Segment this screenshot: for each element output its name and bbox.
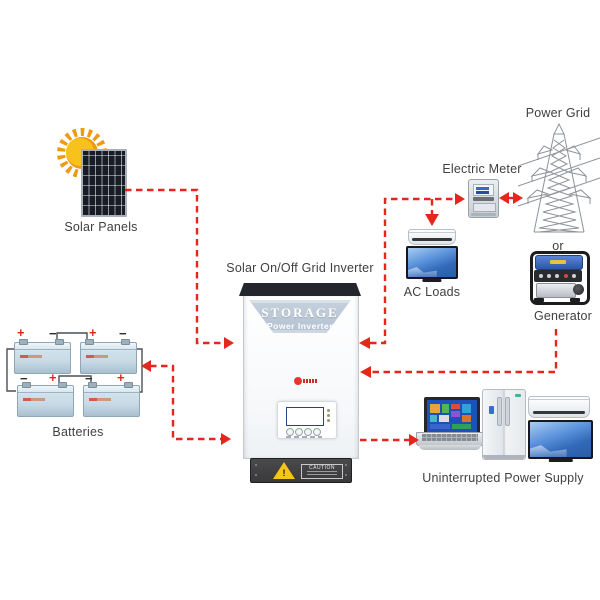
generator-frame <box>530 251 590 305</box>
generator-foot <box>570 298 580 302</box>
inverter-banner-title: STORAGE <box>261 305 339 320</box>
fridge-handle <box>505 397 510 426</box>
solar-panels-label: Solar Panels <box>64 220 138 234</box>
arrowhead-into-ac-loads <box>425 214 439 226</box>
generator-control-panel <box>534 270 582 282</box>
inverter-lcd-panel <box>277 401 337 439</box>
generator-muffler <box>573 284 584 295</box>
battery-terminal <box>58 382 67 388</box>
caution-text: CAUTION <box>309 465 335 471</box>
tv-icon <box>528 420 593 462</box>
laptop-keyboard <box>416 432 486 446</box>
battery-terminal <box>85 339 94 345</box>
warning-mark: ! <box>282 468 286 479</box>
inverter-button <box>313 428 321 436</box>
arrowhead-into-inverter-right <box>359 337 370 349</box>
electric-meter-icon <box>468 179 499 218</box>
battery-terminal <box>124 382 133 388</box>
inverter-banner: STORAGE Power Inverter <box>249 300 351 333</box>
battery-plus-sign: + <box>17 325 25 340</box>
arrowhead-grid-side <box>513 192 523 204</box>
or-label: or <box>552 239 564 253</box>
air-conditioner-icon <box>408 229 456 245</box>
transmission-tower-icon <box>518 122 600 233</box>
battery-minus-sign: − <box>20 371 28 386</box>
fridge-display <box>489 406 494 414</box>
generator-foot <box>534 298 544 302</box>
inverter-button <box>286 428 294 436</box>
battery-minus-sign: − <box>119 326 127 341</box>
refrigerator-icon <box>482 389 526 460</box>
inverter-title: Solar On/Off Grid Inverter <box>226 261 374 275</box>
power-grid-label: Power Grid <box>525 106 591 120</box>
generator-icon <box>528 250 590 305</box>
connector-solar-to-inverter <box>125 188 223 345</box>
meter-panel <box>473 203 496 212</box>
ups-label: Uninterrupted Power Supply <box>422 471 584 485</box>
solar-panel-icon <box>81 149 127 217</box>
inverter-button <box>304 428 312 436</box>
electric-meter-label: Electric Meter <box>442 162 522 176</box>
generator-label: Generator <box>533 309 593 323</box>
tv-stand <box>422 279 442 282</box>
battery-3 <box>17 382 74 417</box>
fridge-handle <box>497 397 502 426</box>
caution-label-box: CAUTION <box>301 464 343 479</box>
battery-minus-sign: − <box>85 371 93 386</box>
fridge-logo <box>515 394 521 397</box>
arrowhead-into-batteries <box>141 360 151 372</box>
inverter-brand-logo <box>294 377 318 385</box>
inverter-led <box>327 414 330 417</box>
battery-terminal <box>88 382 97 388</box>
inverter-button <box>295 428 303 436</box>
connector-generator-to-inverter <box>371 329 558 374</box>
inverter-led <box>327 419 330 422</box>
generator-fuel-tank <box>535 255 583 270</box>
warning-triangle-icon: ! <box>273 462 295 479</box>
inverter-button-labels <box>286 436 322 438</box>
battery-plus-sign: + <box>49 370 57 385</box>
arrowhead-into-inverter-left <box>224 337 234 349</box>
arrowhead-into-inverter-bottom-left <box>221 433 231 445</box>
inverter-base: ! CAUTION <box>250 458 352 483</box>
battery-terminal <box>19 339 28 345</box>
battery-plus-sign: + <box>117 370 125 385</box>
generator-engine <box>536 283 576 298</box>
battery-2 <box>80 339 137 374</box>
laptop-front-edge <box>419 445 481 450</box>
ac-loads-label: AC Loads <box>403 285 461 299</box>
tv-icon <box>406 246 458 282</box>
inverter-lcd-screen <box>286 407 324 426</box>
meter-slot <box>473 197 494 201</box>
fridge-kickplate <box>483 455 525 459</box>
meter-display <box>473 184 494 196</box>
arrowhead-into-meter <box>455 193 465 205</box>
arrowhead-meter-side <box>499 192 509 204</box>
air-conditioner-icon <box>528 396 590 418</box>
batteries-label: Batteries <box>52 425 104 439</box>
battery-plus-sign: + <box>89 325 97 340</box>
tv-stand <box>548 459 573 462</box>
battery-1 <box>14 339 71 374</box>
inverter-top-cap <box>239 283 361 296</box>
arrowhead-generator-into-inverter <box>360 366 371 378</box>
inverter-body: STORAGE Power Inverter <box>243 296 359 459</box>
connector-inverter-batteries <box>150 364 221 441</box>
inverter-led <box>327 409 330 412</box>
battery-terminal <box>55 339 64 345</box>
battery-4 <box>83 382 140 417</box>
battery-terminal <box>22 382 31 388</box>
meter-foot <box>471 213 496 216</box>
battery-minus-sign: − <box>49 326 57 341</box>
inverter-banner-subtitle: Power Inverter <box>266 321 334 331</box>
